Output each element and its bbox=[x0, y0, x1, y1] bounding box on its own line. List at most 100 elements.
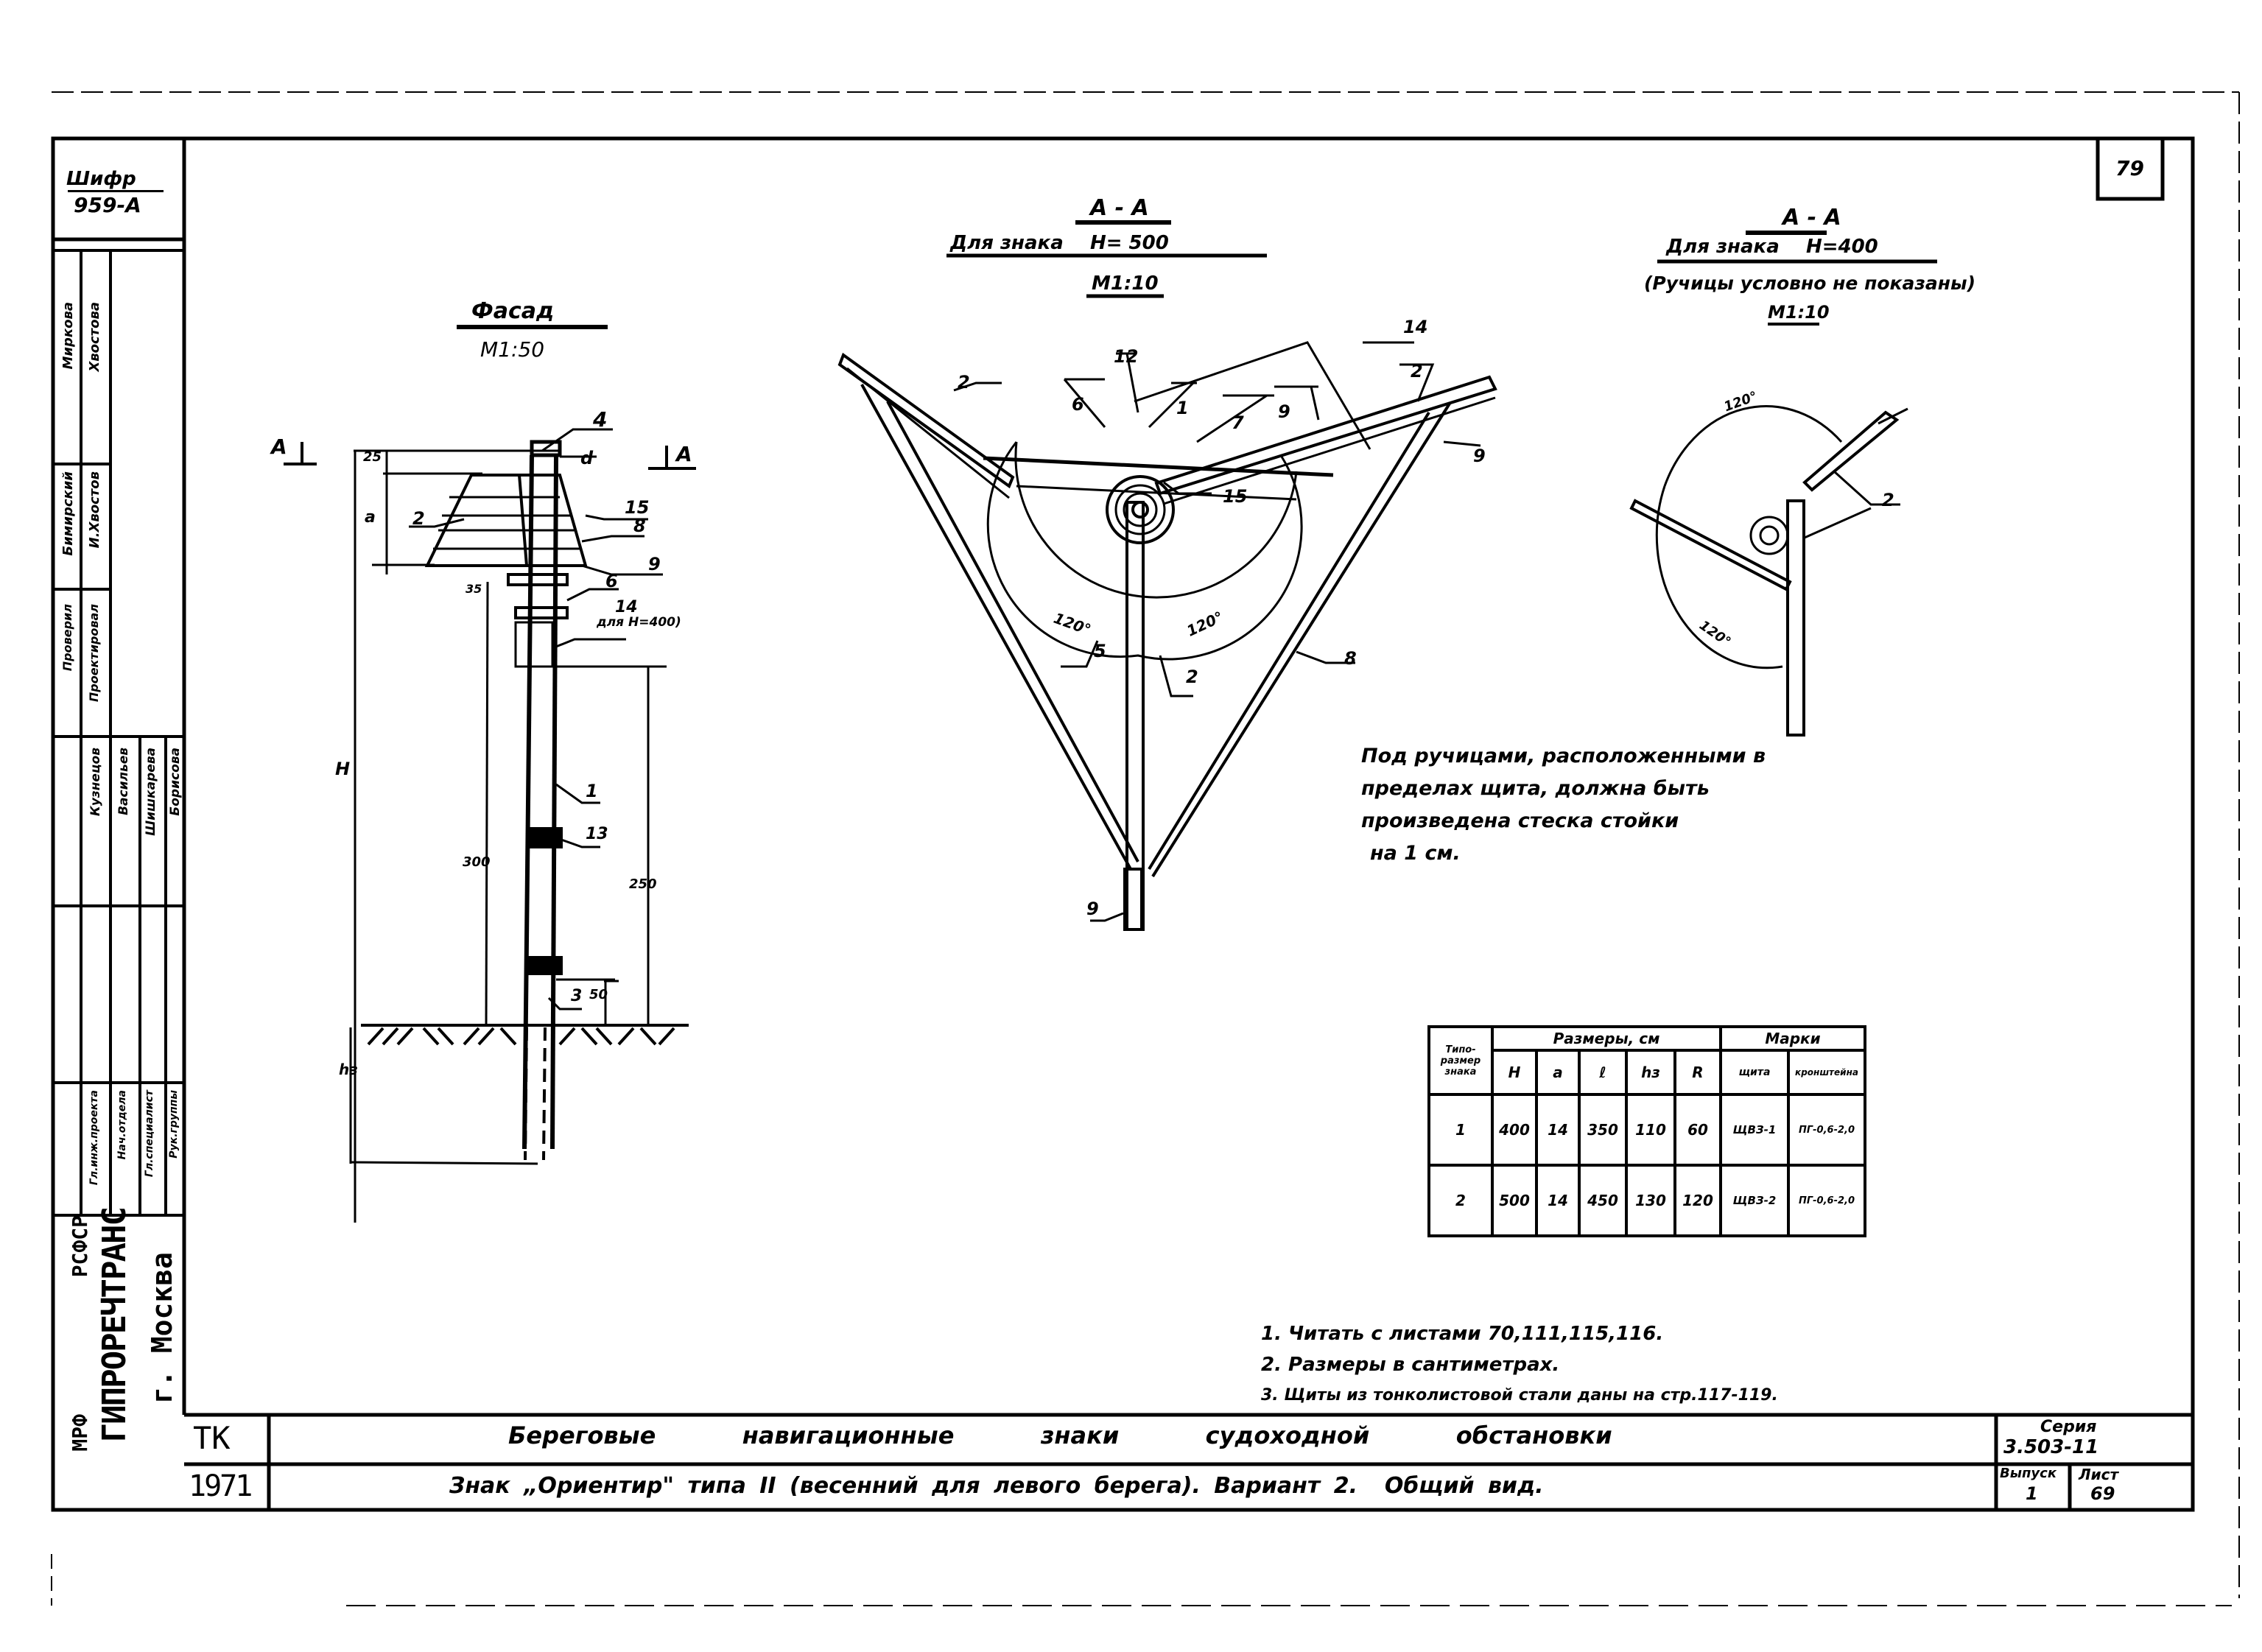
stamp-extra-name-1: Миркова bbox=[60, 302, 76, 370]
callout-3: 3 bbox=[571, 987, 583, 1005]
main-frame bbox=[51, 136, 2195, 1512]
spec-header-marks: Марки bbox=[1719, 1025, 1866, 1052]
s500-callout-9a: 9 bbox=[1278, 401, 1290, 422]
stamp-signer-name-1: Кузнецов bbox=[88, 748, 103, 817]
title-line-2: Знак „Ориентир" типа II (весенний для ле… bbox=[449, 1473, 1544, 1499]
spec-row-1: 1 400 14 350 110 60 ЩВЗ-1 ПГ-0,6-2,0 bbox=[1427, 1093, 1866, 1167]
section-400-note: (Ручицы условно не показаны) bbox=[1644, 273, 1976, 294]
spec-col-R: R bbox=[1673, 1049, 1722, 1096]
facade-scale: М1:50 bbox=[480, 337, 545, 362]
dim-300: 300 bbox=[463, 854, 491, 870]
callout-9: 9 bbox=[648, 554, 661, 574]
stesa-note-line-1: Под ручицами, расположенными в bbox=[1361, 745, 1766, 767]
org-city: г. Москва bbox=[146, 1252, 178, 1404]
dim-depth: hз bbox=[339, 1061, 358, 1078]
facade-drawing bbox=[284, 325, 696, 1223]
callout-14: 14 bbox=[615, 598, 638, 616]
spec-cell: 120 bbox=[1673, 1164, 1722, 1237]
dim-50: 50 bbox=[589, 987, 608, 1002]
spec-cell: 14 bbox=[1535, 1164, 1581, 1237]
stamp-signer-name-4: Борисова bbox=[168, 748, 183, 816]
s500-callout-2a: 2 bbox=[958, 372, 970, 393]
spec-cell: 110 bbox=[1625, 1093, 1676, 1167]
callout-15: 15 bbox=[625, 497, 650, 518]
sheet-value: 69 bbox=[2090, 1483, 2115, 1504]
section-500-drawing bbox=[837, 220, 1497, 931]
spec-header-type: Типо-размер знака bbox=[1427, 1025, 1494, 1096]
s500-callout-2c: 2 bbox=[1186, 667, 1198, 687]
s500-callout-14: 14 bbox=[1403, 317, 1428, 337]
callout-8: 8 bbox=[633, 516, 646, 536]
series-label: Серия bbox=[2040, 1418, 2097, 1436]
stamp-signer-name-3: Шишкарева bbox=[144, 748, 158, 836]
ground-hatch bbox=[367, 1027, 675, 1046]
section-mark-right: А bbox=[676, 442, 692, 466]
org-name: ГИПРОРЕЧТРАНС bbox=[96, 1208, 133, 1443]
s500-callout-1: 1 bbox=[1176, 398, 1189, 418]
spec-cell: 1 bbox=[1427, 1093, 1494, 1167]
org-ministry: МРФ bbox=[68, 1414, 92, 1452]
stamp-upper-role-2: Проектировал bbox=[87, 604, 101, 703]
s500-callout-6: 6 bbox=[1072, 394, 1084, 415]
stamp-code: ТК bbox=[193, 1420, 231, 1456]
spec-col-h3: hз bbox=[1625, 1049, 1676, 1096]
spec-col-a: a bbox=[1535, 1049, 1581, 1096]
stesa-note: Под ручицами, расположенными в пределах … bbox=[1361, 740, 1766, 870]
section-500-subtitle: Для знака H= 500 bbox=[950, 232, 1169, 254]
section-500-title: А - А bbox=[1090, 195, 1149, 221]
note-2: 2. Размеры в сантиметрах. bbox=[1261, 1354, 1560, 1376]
cipher-label: Шифр bbox=[66, 168, 136, 190]
stamp-signer-role-3: Гл.специалист bbox=[144, 1090, 155, 1178]
spec-table: Типо-размер знака Размеры, см Марки H a … bbox=[1427, 1025, 1866, 1237]
section-400-title: А - А bbox=[1782, 205, 1841, 231]
stamp-upper-name-1: Бимирский bbox=[60, 471, 76, 556]
spec-cell: ЩВЗ-1 bbox=[1719, 1093, 1790, 1167]
callout-14-note: для H=400) bbox=[597, 615, 681, 630]
stamp-signer-role-1: Гл.инж.проекта bbox=[88, 1090, 100, 1186]
spec-cell: 400 bbox=[1491, 1093, 1538, 1167]
spec-cell: 450 bbox=[1578, 1164, 1628, 1237]
general-notes: 1. Читать с листами 70,111,115,116. 2. Р… bbox=[1261, 1318, 1778, 1411]
stamp-signer-role-2: Нач.отдела bbox=[116, 1090, 128, 1160]
s500-callout-9c: 9 bbox=[1086, 899, 1099, 919]
spec-cell: 500 bbox=[1491, 1164, 1538, 1237]
spec-cell: ПГ-0,6-2,0 bbox=[1787, 1164, 1866, 1237]
spec-col-bracket: кронштейна bbox=[1787, 1049, 1866, 1096]
dim-35: 35 bbox=[466, 582, 482, 596]
section-400-scale: М1:10 bbox=[1768, 302, 1830, 323]
note-1: 1. Читать с листами 70,111,115,116. bbox=[1261, 1323, 1664, 1345]
spec-cell: ПГ-0,6-2,0 bbox=[1787, 1093, 1866, 1167]
section-mark-left: А bbox=[271, 435, 287, 459]
cipher-divider bbox=[68, 190, 164, 192]
stamp-year: 1971 bbox=[189, 1469, 253, 1503]
spec-header-sizes: Размеры, см bbox=[1491, 1025, 1722, 1052]
issue-value: 1 bbox=[2026, 1483, 2038, 1504]
stesa-note-line-4: на 1 см. bbox=[1370, 842, 1461, 865]
callout-4: 4 bbox=[593, 407, 608, 432]
callout-2: 2 bbox=[412, 508, 425, 529]
dim-top-25: 25 bbox=[363, 449, 382, 465]
dim-d: d bbox=[580, 448, 594, 468]
series-value: 3.503-11 bbox=[2003, 1436, 2099, 1458]
stesa-note-line-3: произведена стеска стойки bbox=[1361, 809, 1679, 832]
s500-callout-9b: 9 bbox=[1473, 446, 1486, 466]
callout-1: 1 bbox=[586, 781, 598, 801]
stamp-signer-role-4: Рук.группы bbox=[168, 1090, 180, 1159]
spec-cell: 60 bbox=[1673, 1093, 1722, 1167]
stesa-note-line-2: пределах щита, должна быть bbox=[1361, 777, 1710, 800]
stamp-signer-name-2: Васильев bbox=[116, 748, 131, 815]
trim-lines bbox=[51, 91, 2240, 1606]
s500-callout-15: 15 bbox=[1223, 486, 1248, 507]
spec-cell: 14 bbox=[1535, 1093, 1581, 1167]
spec-cell: ЩВЗ-2 bbox=[1719, 1164, 1790, 1237]
s500-callout-7: 7 bbox=[1232, 412, 1244, 433]
stamp-extra-name-2: Хвостова bbox=[87, 302, 102, 372]
section-400-subtitle: Для знака H=400 bbox=[1666, 236, 1878, 258]
spec-cell: 130 bbox=[1625, 1164, 1676, 1237]
cipher-value: 959-А bbox=[74, 193, 141, 217]
callout-6: 6 bbox=[605, 571, 618, 591]
issue-label: Выпуск bbox=[2000, 1466, 2057, 1481]
stamp-upper-role-1: Проверил bbox=[60, 604, 74, 672]
callout-13: 13 bbox=[586, 825, 608, 843]
